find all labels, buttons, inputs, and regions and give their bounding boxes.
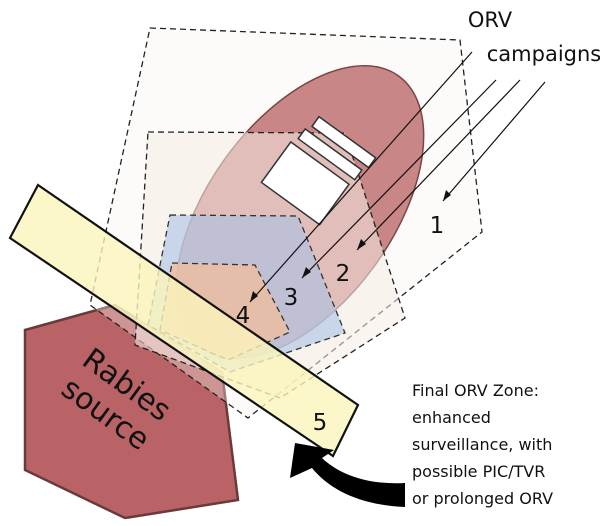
zone-label-5: 5 xyxy=(313,410,328,436)
zone-label-4: 4 xyxy=(236,303,251,329)
header-line-1: ORV xyxy=(468,8,513,32)
zone-label-1: 1 xyxy=(430,213,445,239)
final-zone-arrow xyxy=(290,443,405,507)
header-line-2: campaigns xyxy=(487,42,600,66)
zone-label-3: 3 xyxy=(284,285,299,311)
final-zone-note: Final ORV Zone: enhanced surveillance, w… xyxy=(412,381,553,508)
arrow-to-zone-2 xyxy=(356,79,521,251)
arrow-to-zone-1 xyxy=(442,81,546,202)
bar-2 xyxy=(297,127,363,181)
arrowhead-zone-1 xyxy=(443,190,451,201)
arrowhead-zone-4 xyxy=(250,291,258,302)
arrow-to-zone-3 xyxy=(301,79,497,279)
ellipse-bars xyxy=(260,115,377,226)
final-zone-note-line-4: possible PIC/TVR xyxy=(412,462,545,481)
campaign-arrowheads xyxy=(250,190,451,302)
final-orv-zone-band xyxy=(8,183,360,458)
zone-label-2: 2 xyxy=(336,261,351,287)
arrowhead-zone-3 xyxy=(302,267,311,278)
bar-3 xyxy=(260,140,351,226)
final-zone-note-line-1: Final ORV Zone: xyxy=(412,381,539,400)
arrow-to-zone-4 xyxy=(249,51,473,303)
final-zone-note-line-3: surveillance, with xyxy=(412,435,552,454)
campaign-arrows xyxy=(249,51,546,303)
final-zone-note-line-2: enhanced xyxy=(412,408,491,427)
bar-1 xyxy=(310,115,377,169)
final-zone-note-line-5: or prolonged ORV xyxy=(412,489,553,508)
arrowhead-zone-2 xyxy=(357,239,366,250)
